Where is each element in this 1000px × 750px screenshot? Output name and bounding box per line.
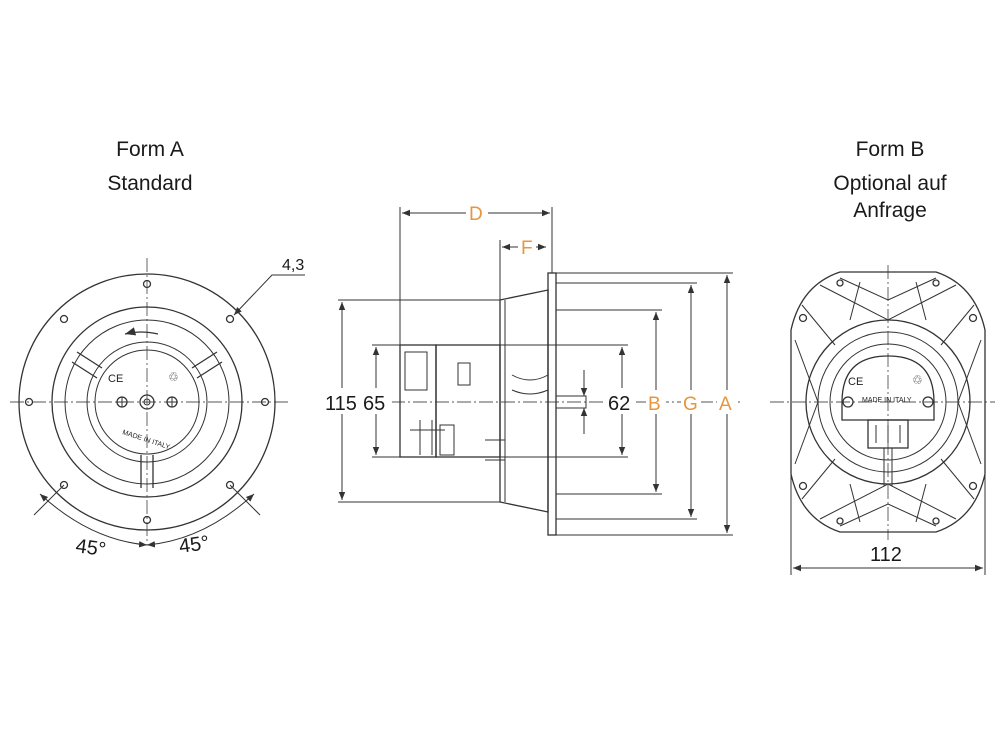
square-flange-outline: [790, 271, 986, 533]
form-b-subtitle-line2: Anfrage: [853, 199, 927, 222]
recycle-icon: ♲: [168, 370, 179, 384]
side-view: 115 65 62 B G A D: [320, 202, 740, 536]
dim-D-label: D: [469, 204, 483, 225]
form-b-width-label: 112: [870, 544, 902, 566]
dim-G-label: G: [683, 394, 698, 415]
form-a-subtitle: Standard: [107, 172, 193, 195]
dim-B-label: B: [648, 394, 661, 415]
angle-right-label: 45°: [178, 532, 211, 558]
dim-F-label: F: [521, 238, 533, 259]
made-in-italy-mark: MADE IN ITALY: [121, 429, 171, 451]
form-b-ce-mark: CE: [848, 376, 863, 388]
motor-cap: [399, 344, 437, 458]
form-a-view: CE ♲ MADE IN ITALY 4,3 45° 45°: [10, 257, 305, 561]
form-b-title: Form B: [855, 138, 925, 161]
terminal-block: [867, 419, 909, 449]
dim-65-label: 65: [363, 393, 385, 415]
screw-icon: [922, 396, 934, 408]
flange-plate: [547, 272, 557, 536]
form-a-title: Form A: [116, 138, 184, 161]
dim-62-label: 62: [608, 393, 630, 415]
form-b-subtitle-line1: Optional auf: [833, 172, 947, 195]
form-b-recycle-icon: ♲: [912, 373, 923, 387]
form-b-view: CE ♲ MADE IN ITALY 112: [770, 265, 995, 575]
angle-left-label: 45°: [74, 535, 107, 561]
rotation-arrow-icon: [124, 327, 159, 336]
housing-body: [499, 289, 549, 513]
form-b-made-in-italy-mark: MADE IN ITALY: [862, 397, 912, 404]
ce-mark: CE: [108, 373, 123, 385]
dim-115-label: 115: [325, 393, 357, 415]
lattice-struts: [794, 277, 982, 527]
screw-icon: [842, 396, 854, 408]
hole-diameter-label: 4,3: [282, 257, 304, 274]
dim-A-label: A: [719, 394, 732, 415]
